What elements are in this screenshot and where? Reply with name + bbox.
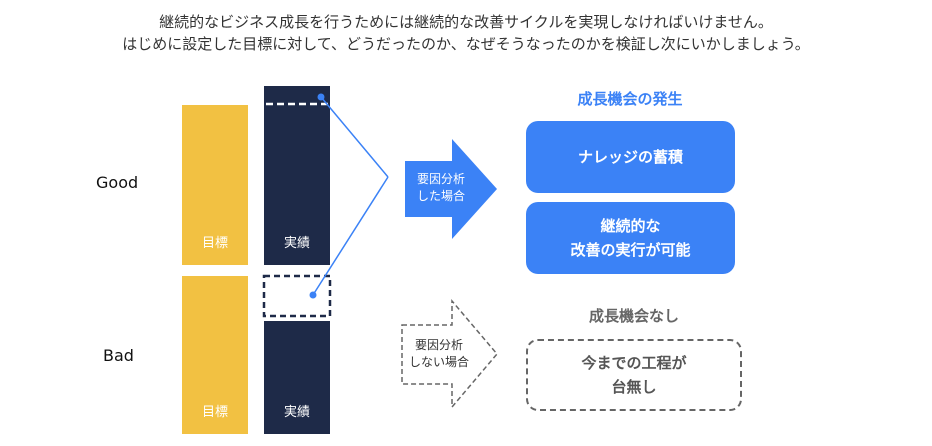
no-analysis-arrow <box>401 298 498 410</box>
bad-actual-bar: 実績 <box>264 321 330 434</box>
good-target-label: 目標 <box>201 236 228 251</box>
knowledge-accumulation-box: ナレッジの蓄積 <box>526 121 735 193</box>
good-connector-line <box>320 96 389 178</box>
wasted-process-box: 今までの工程が 台無し <box>526 339 742 411</box>
analysis-arrow <box>405 139 497 239</box>
good-actual-bar: 実績 <box>264 86 330 265</box>
good-actual-label: 実績 <box>283 236 310 251</box>
continuous-improvement-box: 継続的な 改善の実行が可能 <box>526 202 735 274</box>
good-target-bar: 目標 <box>182 105 248 265</box>
analysis-arrow-label: 要因分析 した場合 <box>416 172 465 203</box>
good-connector-dot <box>317 93 325 101</box>
bad-target-label: 目標 <box>201 405 228 420</box>
bad-connector-dot <box>309 291 317 299</box>
row-label-good: Good <box>96 173 139 192</box>
no-growth-heading: 成長機会なし <box>588 307 679 325</box>
bad-connector-line <box>312 176 389 296</box>
row-label-bad: Bad <box>103 346 134 365</box>
bad-target-bar: 目標 <box>182 276 248 434</box>
bad-actual-label: 実績 <box>283 405 310 420</box>
intro-line-2: はじめに設定した目標に対して、どうだったのか、なぜそうなったのかを検証し次にいか… <box>122 35 810 53</box>
intro-line-1: 継続的なビジネス成長を行うためには継続的な改善サイクルを実現しなければいけません… <box>159 13 773 31</box>
no-analysis-arrow-label: 要因分析 しない場合 <box>408 338 469 369</box>
bad-shortfall-dashed-box <box>262 274 332 318</box>
growth-opportunity-heading: 成長機会の発生 <box>577 90 683 108</box>
